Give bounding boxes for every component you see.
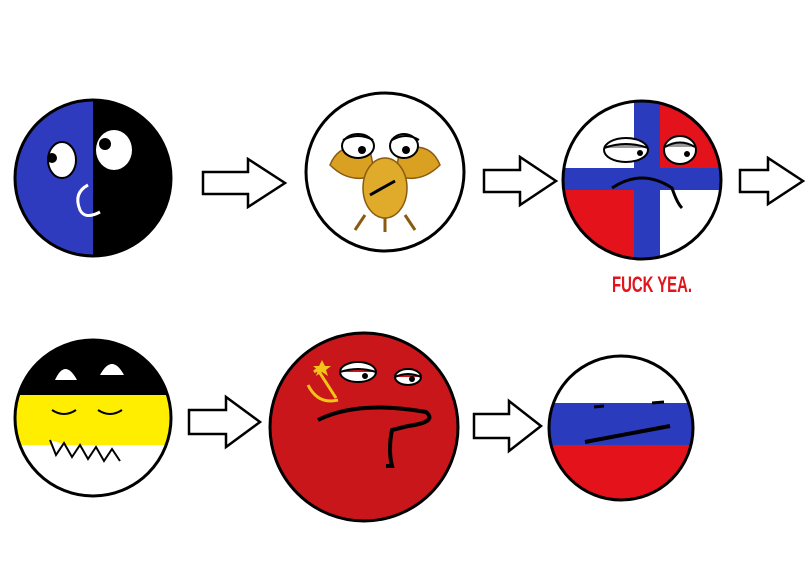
hammer-sickle-red-ball [268, 331, 460, 523]
arrow-3 [738, 155, 806, 207]
white-blue-red-ball [547, 354, 695, 502]
hammer-sickle-icon [306, 360, 339, 403]
double-headed-eagle-ball [304, 91, 466, 253]
red-white-cross-ball [561, 99, 723, 261]
blue-black-ball [13, 98, 173, 258]
black-yellow-white-ball [13, 338, 173, 498]
arrow-5 [472, 398, 544, 454]
caption-text: FUCK YEA. [612, 272, 692, 297]
arrow-2 [482, 154, 559, 208]
arrow-4 [187, 394, 263, 450]
arrow-1 [201, 156, 288, 210]
